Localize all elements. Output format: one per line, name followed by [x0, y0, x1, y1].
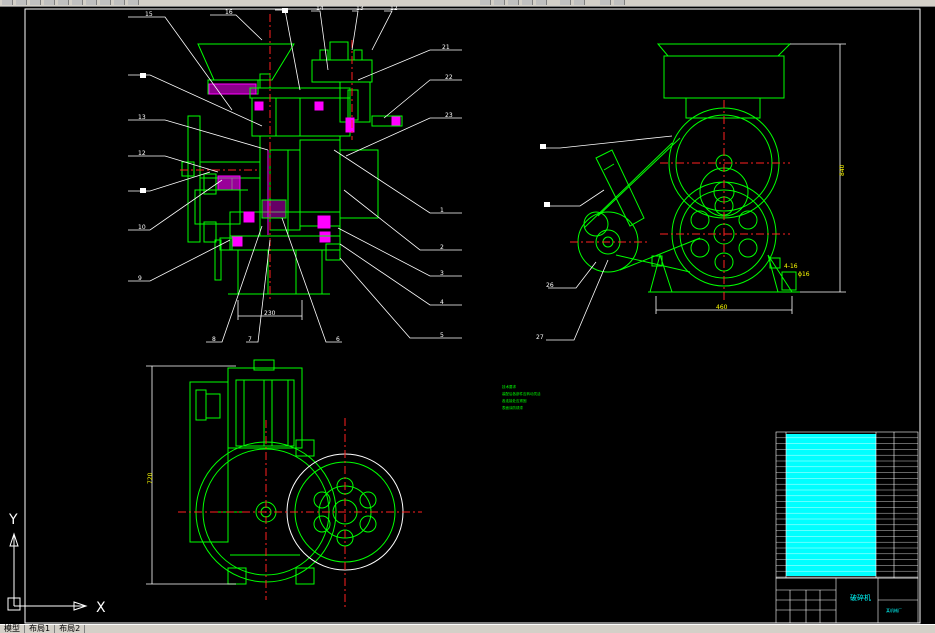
- ucs-x-label: X: [96, 600, 106, 616]
- drawing-frame: [24, 8, 921, 624]
- top-dimensions: [146, 365, 236, 585]
- callout-14: 14: [316, 6, 324, 12]
- callout-27: 27: [536, 334, 544, 341]
- dim-hole-a: 4-16: [784, 263, 798, 270]
- toolbar-button[interactable]: [58, 0, 69, 5]
- side-labels: 26 27 460 4-16 ϕ16 840: [536, 144, 846, 341]
- side-view: [577, 43, 800, 293]
- callout-9: 9: [138, 275, 142, 282]
- tab-model[interactable]: 模型: [0, 625, 25, 633]
- toolbar-button[interactable]: [574, 0, 585, 5]
- callout-6: 6: [336, 336, 340, 343]
- toolbar-button[interactable]: [72, 0, 83, 5]
- title-drawing-name: 破碎机: [850, 593, 871, 602]
- callout-8: 8: [212, 336, 216, 343]
- note-line-2: 各连接处应紧固: [502, 398, 527, 403]
- top-centerlines: [178, 418, 422, 610]
- dim-side-width: 460: [716, 304, 728, 311]
- toolbar-button[interactable]: [480, 0, 491, 5]
- callout-26: 26: [546, 282, 554, 289]
- toolbar-button[interactable]: [600, 0, 611, 5]
- side-leaders: [540, 135, 673, 341]
- dim-side-height: 840: [839, 164, 846, 176]
- callout-5: 5: [440, 332, 444, 339]
- toolbar-button[interactable]: [30, 0, 41, 5]
- front-callout-labels: 15 16 14 13 12 13 12 10 9 8 7 6 21 22 23…: [138, 6, 453, 343]
- callout-15: 15: [145, 11, 153, 18]
- dim-top-height: 720: [147, 472, 154, 484]
- callout-21: 21: [442, 44, 450, 51]
- toolbar-button[interactable]: [494, 0, 505, 5]
- callout-3: 3: [440, 270, 444, 277]
- callout-23: 23: [445, 112, 453, 119]
- callout-1: 1: [440, 207, 444, 214]
- toolbar-button[interactable]: [16, 0, 27, 5]
- dim-front-width: 230: [264, 310, 276, 317]
- toolbar-button[interactable]: [86, 0, 97, 5]
- note-line-1: 装配后各部件应转动灵活: [502, 391, 541, 396]
- note-line-3: 表面涂防锈漆: [502, 405, 523, 410]
- callout-13-top: 13: [356, 6, 364, 12]
- callout-12-top: 12: [390, 6, 398, 12]
- toolbar-button[interactable]: [536, 0, 547, 5]
- drawing-canvas[interactable]: 15 16 14 13 12 13 12 10 9 8 7 6 21 22 23…: [0, 6, 935, 626]
- toolbar-button[interactable]: [114, 0, 125, 5]
- front-dimension: [237, 300, 303, 320]
- technical-notes: 技术要求 装配后各部件应转动灵活 各连接处应紧固 表面涂防锈漆: [502, 384, 541, 410]
- note-line-0: 技术要求: [502, 384, 516, 389]
- toolbar-button[interactable]: [508, 0, 519, 5]
- callout-4: 4: [440, 299, 444, 306]
- toolbar-button[interactable]: [2, 0, 13, 5]
- parts-list: [775, 431, 919, 579]
- callout-16: 16: [225, 9, 233, 16]
- toolbar-button[interactable]: [522, 0, 533, 5]
- toolbar: [0, 0, 935, 7]
- ucs-y-label: Y: [8, 512, 18, 528]
- front-leaders: [128, 9, 462, 343]
- tab-layout-1[interactable]: 布局1: [25, 625, 56, 633]
- title-block: [775, 577, 919, 624]
- ucs-icon: [7, 532, 88, 611]
- side-centerlines: [570, 100, 790, 300]
- toolbar-button[interactable]: [100, 0, 111, 5]
- callout-13: 13: [138, 114, 146, 121]
- callout-2: 2: [440, 244, 444, 251]
- side-dimensions: [655, 43, 846, 314]
- toolbar-button[interactable]: [614, 0, 625, 5]
- callout-12: 12: [138, 150, 146, 157]
- callout-7: 7: [248, 336, 252, 343]
- callout-10: 10: [138, 224, 146, 231]
- front-view: [181, 41, 403, 295]
- top-view: [189, 359, 404, 585]
- front-centerlines: [180, 14, 353, 300]
- dim-hole-b: ϕ16: [798, 271, 810, 278]
- callout-22: 22: [445, 74, 453, 81]
- toolbar-button[interactable]: [560, 0, 571, 5]
- tab-layout-2[interactable]: 布局2: [55, 625, 86, 633]
- title-company: 某机械厂: [886, 607, 902, 613]
- toolbar-button[interactable]: [128, 0, 139, 5]
- toolbar-button[interactable]: [44, 0, 55, 5]
